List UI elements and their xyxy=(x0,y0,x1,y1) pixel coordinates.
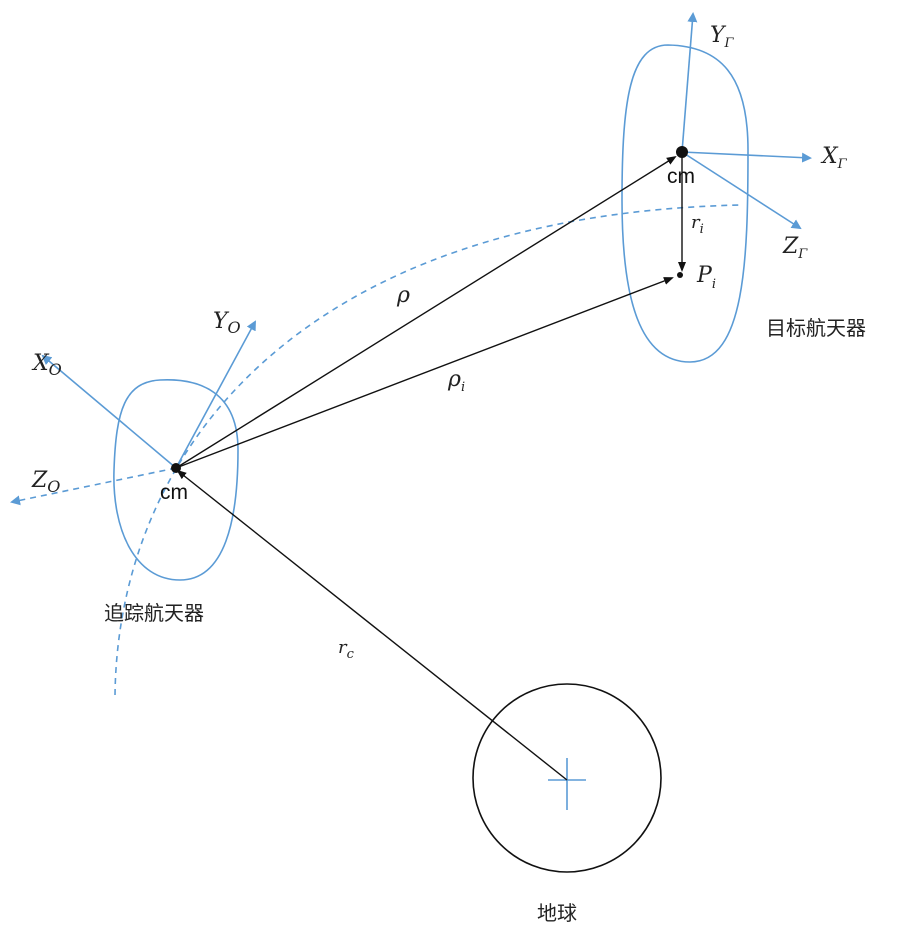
r-i-label: ri xyxy=(691,212,704,237)
p-i-label: Pi xyxy=(696,263,716,292)
target-spacecraft-outline xyxy=(622,45,748,362)
rho-i-label: ρi xyxy=(447,367,465,395)
chaser-spacecraft-outline xyxy=(114,380,238,580)
x-gamma-label: XΓ xyxy=(820,144,848,172)
point-p-i xyxy=(677,272,683,278)
z-gamma-label: ZΓ xyxy=(782,234,808,262)
z-o-label: ZO xyxy=(31,468,60,496)
axis-x-gamma xyxy=(682,152,810,158)
chaser-center-of-mass xyxy=(171,463,181,473)
r-c-label: rc xyxy=(338,637,355,662)
axis-z-gamma xyxy=(682,152,800,228)
chaser-spacecraft-label: 追踪航天器 xyxy=(104,601,204,625)
rho-label: ρ xyxy=(396,283,410,308)
target-spacecraft-label: 目标航天器 xyxy=(766,316,866,340)
cm-chaser-label: cm xyxy=(160,481,188,504)
vector-rho-i xyxy=(176,278,672,468)
vector-r-c xyxy=(178,471,567,780)
y-o-label: YO xyxy=(213,309,241,337)
axis-y-o xyxy=(176,322,255,468)
vector-rho xyxy=(176,157,675,468)
x-o-label: XO xyxy=(31,351,62,379)
axis-x-o xyxy=(43,356,176,468)
earth-label: 地球 xyxy=(537,901,577,925)
orbit-dashed-curve xyxy=(115,205,740,695)
axis-y-gamma xyxy=(682,14,693,152)
cm-target-label: cm xyxy=(667,165,695,188)
target-center-of-mass xyxy=(676,146,688,158)
y-gamma-label: YΓ xyxy=(710,23,735,51)
